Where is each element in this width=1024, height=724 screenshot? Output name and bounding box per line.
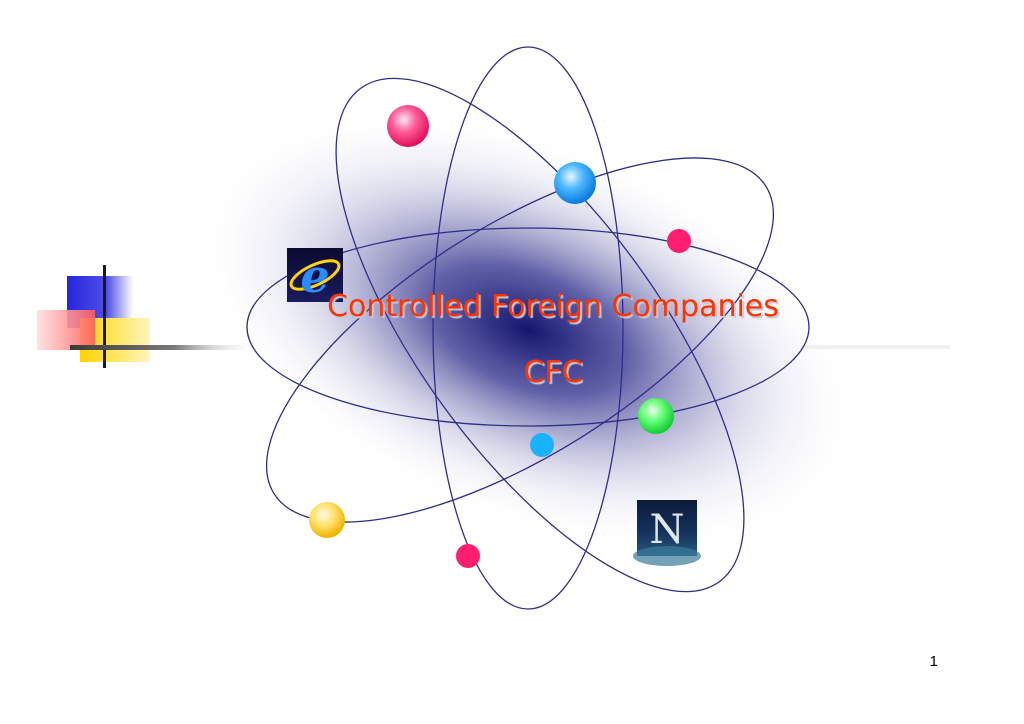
title-block: Controlled Foreign Companies CFC [300, 286, 806, 394]
node-blue-top [554, 162, 596, 204]
orbit-diagonal-left [335, 77, 745, 593]
navigator-logo-letter: N [650, 507, 685, 553]
node-green [638, 398, 674, 434]
node-pink-top [387, 105, 429, 147]
deco-vertical-line [103, 265, 106, 368]
orbit-vertical [432, 46, 624, 610]
deco-horizontal-bar [70, 345, 260, 350]
browser-logo-letter: e [300, 249, 329, 303]
slide-title: Controlled Foreign Companies [327, 289, 779, 324]
corner-decoration [37, 265, 950, 368]
nodes [309, 105, 691, 568]
internet-explorer-icon: e [287, 248, 343, 303]
node-blue-small [530, 433, 554, 457]
page-number: 1 [929, 653, 938, 670]
node-yellow [309, 502, 345, 538]
node-pink-small-right [667, 229, 691, 253]
netscape-navigator-icon: N [633, 500, 701, 566]
orbits [246, 46, 810, 610]
deco-red-square [37, 310, 95, 350]
node-pink-small-bottom [456, 544, 480, 568]
orbit-diagonal-right [265, 157, 775, 523]
orbit-horizontal [246, 227, 810, 427]
deco-right-bar [800, 345, 950, 349]
background-glow [195, 110, 861, 550]
slide-subtitle: CFC [523, 355, 583, 390]
